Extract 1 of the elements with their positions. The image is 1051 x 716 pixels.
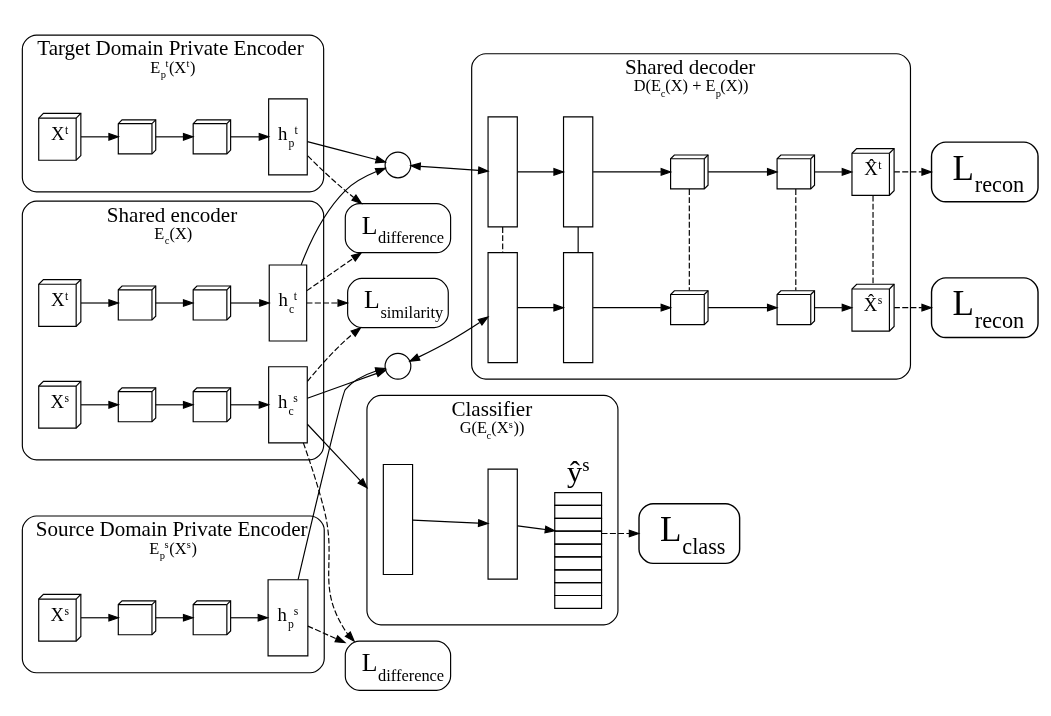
node-label: ŷ$^{s}$ (567, 454, 590, 489)
